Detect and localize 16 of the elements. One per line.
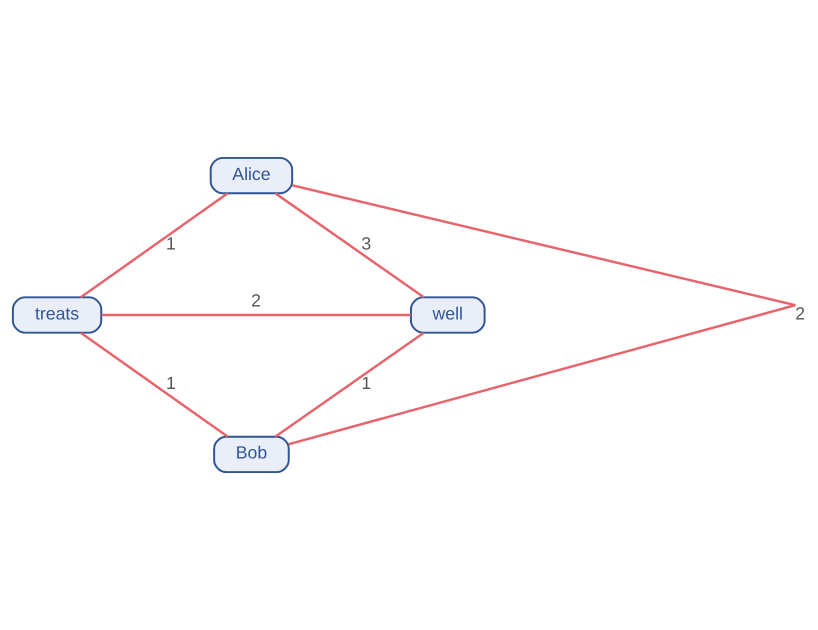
connector <box>274 332 424 438</box>
edge-label: 3 <box>361 234 372 254</box>
connector <box>274 192 425 298</box>
edge-label: 1 <box>166 234 176 254</box>
node-box: treats <box>12 296 102 334</box>
edge-label: 2 <box>795 303 806 324</box>
node-box: Alice <box>210 156 294 194</box>
node-box: well <box>410 296 486 334</box>
connector <box>80 192 228 298</box>
connector <box>80 332 228 438</box>
edge-label: 2 <box>251 290 262 311</box>
edge-label: 1 <box>166 373 176 394</box>
edge-label: 1 <box>361 373 372 394</box>
connector <box>288 184 797 446</box>
node-box: Bob <box>213 436 290 474</box>
connector <box>102 314 411 316</box>
